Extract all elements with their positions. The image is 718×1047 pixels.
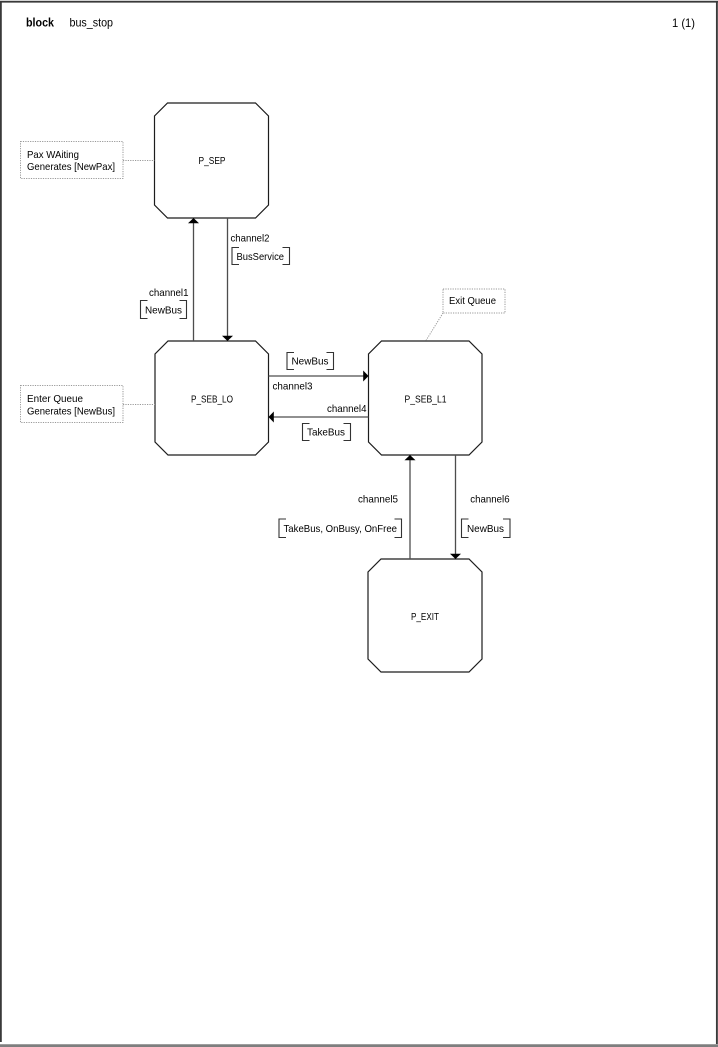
svg-text:NewBus: NewBus — [467, 523, 504, 535]
svg-text:Generates [NewPax]: Generates [NewPax] — [27, 161, 115, 173]
svg-text:channel5: channel5 — [358, 494, 398, 506]
svg-text:TakeBus: TakeBus — [307, 427, 345, 439]
svg-text:block: block — [26, 16, 54, 30]
svg-text:P_SEB_L1: P_SEB_L1 — [405, 393, 447, 405]
svg-text:Generates [NewBus]: Generates [NewBus] — [27, 405, 115, 417]
svg-text:NewBus: NewBus — [145, 304, 182, 316]
svg-text:channel2: channel2 — [231, 232, 270, 244]
svg-text:channel1: channel1 — [149, 287, 189, 299]
svg-text:channel3: channel3 — [273, 380, 313, 392]
svg-text:Exit Queue: Exit Queue — [449, 295, 496, 307]
svg-text:channel4: channel4 — [327, 403, 367, 415]
svg-text:Enter Queue: Enter Queue — [27, 393, 83, 405]
svg-text:P_EXIT: P_EXIT — [411, 611, 439, 623]
svg-text:channel6: channel6 — [470, 494, 509, 506]
svg-text:P_SEP: P_SEP — [199, 155, 226, 167]
svg-text:P_SEB_LO: P_SEB_LO — [191, 393, 233, 405]
svg-text:BusService: BusService — [237, 251, 285, 263]
svg-text:NewBus: NewBus — [292, 356, 329, 368]
svg-text:bus_stop: bus_stop — [70, 16, 114, 30]
svg-text:Pax WAiting: Pax WAiting — [27, 149, 79, 161]
svg-text:1 (1): 1 (1) — [672, 16, 695, 30]
svg-text:TakeBus, OnBusy, OnFree: TakeBus, OnBusy, OnFree — [284, 523, 398, 535]
